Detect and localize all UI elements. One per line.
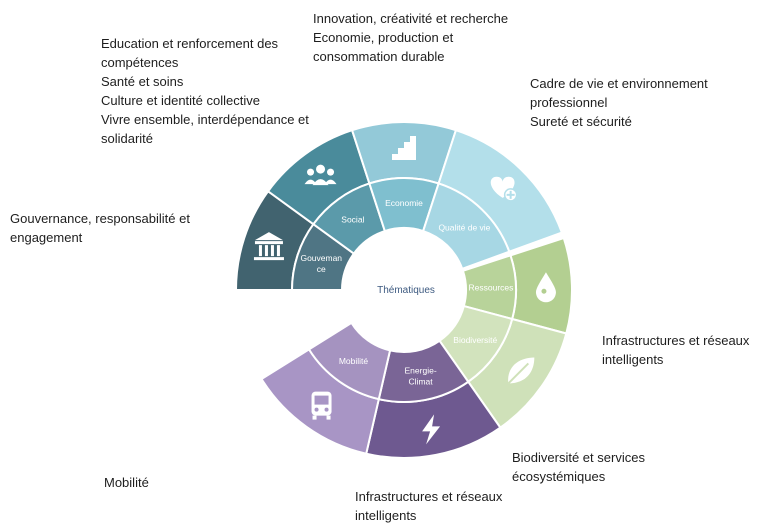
inner-label-biodiversite: Biodiversité — [453, 335, 497, 345]
leaf-icon — [507, 357, 535, 385]
inner-label-line: Biodiversité — [453, 335, 497, 345]
callout-line: Santé et soins — [101, 74, 184, 89]
inner-segment-mobilite — [307, 321, 392, 401]
inner-segment-qualite — [421, 182, 511, 271]
people-icon — [304, 164, 337, 186]
inner-label-line: Gouveman — [300, 253, 342, 263]
inner-label-line: Social — [341, 215, 364, 225]
inner-label-social: Social — [341, 215, 364, 225]
inner-label-line: Climat — [409, 376, 434, 386]
callout-line: Gouvernance, responsabilité et — [10, 211, 190, 226]
lightning-icon — [422, 414, 441, 445]
callout-gouvernance: Gouvernance, responsabilité et engagemen… — [10, 209, 190, 247]
water-drop-icon — [535, 272, 556, 303]
inner-label-line: Mobilité — [339, 356, 369, 366]
callout-energie-climat: Infrastructures et réseaux intelligents — [355, 487, 502, 525]
callout-economie: Innovation, créativité et recherche Econ… — [313, 9, 508, 66]
inner-label-qualite: Qualité de vie — [438, 222, 490, 232]
callout-line: compétences — [101, 55, 179, 70]
callout-line: Mobilité — [104, 475, 149, 490]
callout-line: Sureté et sécurité — [530, 114, 632, 129]
callout-line: Cadre de vie et environnement — [530, 76, 708, 91]
callout-biodiversite: Biodiversité et services écosystémiques — [512, 448, 645, 486]
callout-mobilite: Mobilité — [104, 473, 149, 492]
inner-label-line: Energie- — [405, 365, 437, 375]
callout-line: écosystémiques — [512, 469, 606, 484]
inner-label-economie: Economie — [385, 198, 423, 208]
icons-group — [253, 136, 556, 445]
inner-label-mobilite: Mobilité — [339, 356, 369, 366]
callout-social: Education et renforcement des compétence… — [101, 34, 309, 148]
callout-line: Economie, production et — [313, 30, 454, 45]
callout-line: Culture et identité collective — [101, 93, 260, 108]
callout-line: engagement — [10, 230, 83, 245]
callout-line: Infrastructures et réseaux — [602, 333, 750, 348]
inner-label-line: ce — [317, 264, 326, 274]
center-label: Thématiques — [377, 285, 435, 296]
stairs-icon — [392, 136, 416, 160]
callout-line: consommation durable — [313, 49, 445, 64]
callout-line: Vivre ensemble, interdépendance et — [101, 112, 309, 127]
callout-line: Innovation, créativité et recherche — [313, 11, 509, 26]
building-icon — [253, 232, 284, 261]
inner-label-line: Economie — [385, 198, 423, 208]
callout-line: professionnel — [530, 95, 608, 110]
callout-line: solidarité — [101, 131, 154, 146]
callout-line: Education et renforcement des — [101, 36, 279, 51]
inner-label-line: Ressources — [469, 283, 514, 293]
callout-line: intelligents — [355, 508, 417, 523]
heart-plus-icon — [490, 176, 518, 202]
inner-label-ressources: Ressources — [469, 283, 514, 293]
callout-qualite-de-vie: Cadre de vie et environnement profession… — [530, 74, 708, 131]
inner-label-energie: Energie-Climat — [405, 365, 437, 386]
callout-line: Biodiversité et services — [512, 450, 645, 465]
callout-line: Infrastructures et réseaux — [355, 489, 503, 504]
callout-ressources: Infrastructures et réseaux intelligents — [602, 331, 749, 369]
inner-label-line: Qualité de vie — [438, 222, 490, 232]
callout-line: intelligents — [602, 352, 664, 367]
bus-icon — [311, 391, 332, 420]
